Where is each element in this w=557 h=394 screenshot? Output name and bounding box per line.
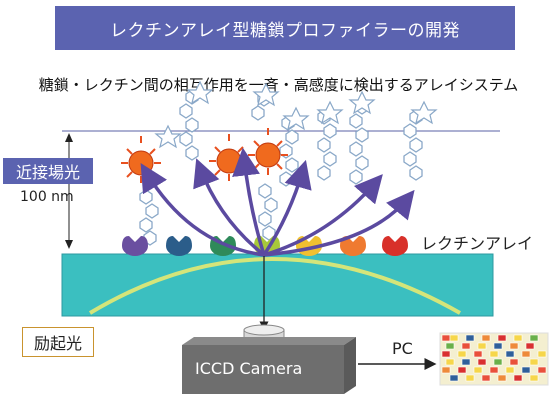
page-title: レクチンアレイ型糖鎖プロファイラーの開発: [55, 6, 515, 50]
glycan-star-tip: [282, 106, 310, 131]
emission-arrow: [263, 174, 383, 257]
glycan-star-tip: [316, 100, 344, 125]
pc-result-grid: [439, 332, 549, 386]
lectin-spot: [382, 236, 408, 256]
lectin-spot: [166, 236, 192, 256]
emission-arrow: [140, 163, 265, 257]
iccd-camera: [182, 337, 356, 394]
lectin-spot: [122, 236, 148, 256]
glycan-star-tip: [186, 80, 214, 105]
glycan-star-tip: [154, 124, 182, 149]
fluorescence-signal: [209, 134, 249, 181]
glass-slide: [61, 253, 494, 317]
glycan-star-tip: [410, 100, 438, 125]
near-field-label: 近接場光: [3, 158, 93, 184]
distance-arrow: [65, 133, 73, 249]
diagram-subtitle: 糖鎖・レクチン間の相互作用を一斉・高感度に検出するアレイシステム: [38, 76, 519, 94]
emission-arrow: [262, 159, 312, 256]
emission-arrow: [232, 147, 266, 256]
glycan-star-tips: [154, 80, 438, 149]
camera-label: ICCD Camera: [195, 359, 303, 378]
distance-label: 100 nm: [20, 189, 74, 205]
glycan-star-tip: [252, 82, 280, 107]
emission-arrows: [140, 147, 415, 257]
glycan-chain: [349, 99, 369, 185]
pc-label: PC: [392, 339, 413, 358]
emission-arrow: [263, 189, 415, 257]
excitation-label: 励起光: [22, 327, 94, 357]
fluorescence-signal: [121, 136, 161, 183]
glycan-chain: [258, 183, 278, 241]
excitation-path: [88, 257, 461, 315]
lectin-spot: [340, 236, 366, 256]
fluorescence-signal: [248, 128, 288, 175]
lectin-array-label: レクチンアレイ: [421, 234, 534, 253]
glycan-star-tip: [348, 90, 376, 115]
emission-arrow: [193, 158, 266, 257]
